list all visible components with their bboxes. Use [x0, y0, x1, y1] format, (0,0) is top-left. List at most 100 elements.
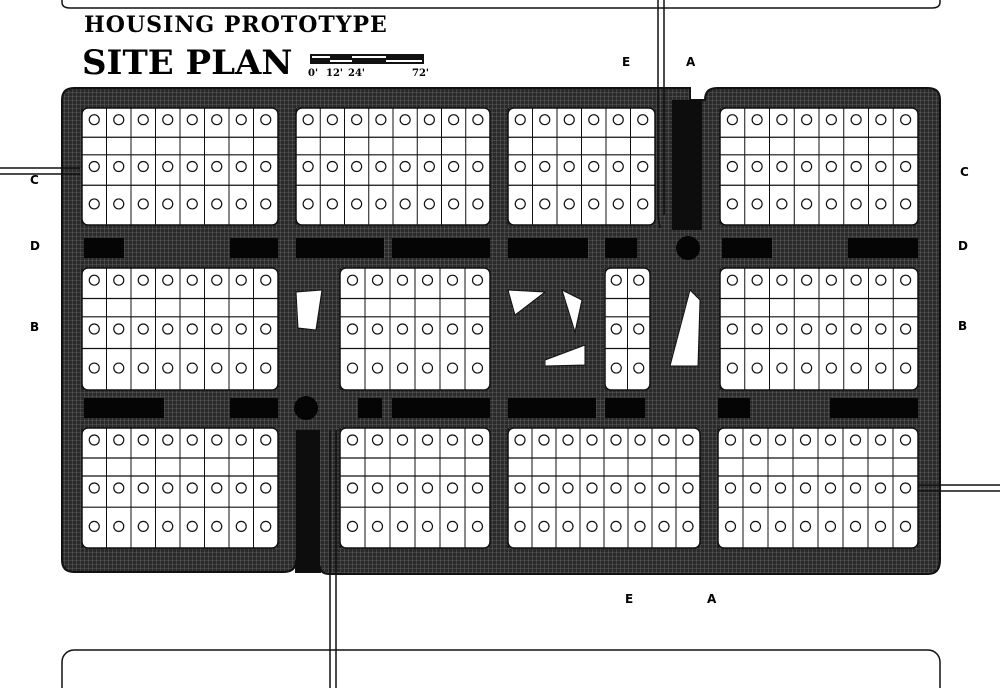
unit-circle — [302, 198, 314, 210]
unit-circle — [799, 482, 812, 494]
unit-circle — [162, 362, 174, 374]
unit-circle — [260, 434, 272, 446]
unit-circle — [751, 323, 763, 335]
unit-circle — [471, 482, 484, 494]
parking-bar — [605, 238, 637, 258]
unit-circle — [850, 198, 862, 210]
unit-circle — [563, 160, 575, 173]
parking-bar — [848, 238, 918, 258]
unit-circle — [900, 160, 912, 173]
unit-circle — [749, 520, 762, 533]
title-housing-prototype: HOUSING PROTOTYPE — [84, 12, 388, 38]
parking-bar — [830, 398, 918, 418]
unit-circle — [849, 434, 862, 446]
unit-circle — [396, 434, 409, 446]
unit-circle — [801, 323, 813, 335]
unit-circle — [113, 362, 125, 374]
section-marker-e-top: E — [622, 55, 630, 69]
unit-circle — [874, 482, 887, 494]
unit-circle — [260, 362, 272, 374]
unit-circle — [137, 520, 149, 533]
parking-bar — [84, 238, 124, 258]
housing-block — [339, 267, 491, 391]
unit-circle — [471, 362, 484, 374]
unit-circle — [137, 198, 149, 210]
unit-circle — [900, 323, 912, 335]
unit-circle — [399, 198, 411, 210]
unit-circle — [562, 434, 574, 446]
unit-circle — [137, 114, 149, 126]
unit-circle — [776, 362, 788, 374]
parking-bar — [508, 238, 588, 258]
unit-circle — [371, 482, 384, 494]
unit-circle — [875, 198, 887, 210]
parking-bar — [392, 238, 490, 258]
unit-circle — [448, 198, 460, 210]
unit-circle — [801, 362, 813, 374]
unit-circle — [396, 274, 409, 286]
unit-circle — [260, 274, 272, 286]
unit-circle — [113, 114, 125, 126]
unit-circle — [749, 434, 762, 446]
tree-dot — [676, 236, 700, 260]
parking-bar — [508, 398, 596, 418]
housing-block — [507, 107, 656, 226]
section-marker-a-bottom: A — [707, 592, 717, 606]
unit-circle — [799, 434, 812, 446]
unit-circle — [235, 434, 247, 446]
unit-circle — [371, 274, 384, 286]
housing-block — [339, 427, 491, 549]
unit-circle — [610, 520, 622, 533]
section-markers: E A C D B C D B E A — [30, 55, 969, 606]
unit-circle — [637, 160, 649, 173]
housing-block — [604, 267, 651, 391]
unit-circle — [514, 482, 526, 494]
unit-circle — [446, 362, 459, 374]
unit-circle — [326, 114, 338, 126]
housing-block — [81, 107, 279, 226]
unit-circle — [260, 323, 272, 335]
unit-circle — [634, 482, 646, 494]
parking-bar — [722, 238, 772, 258]
unit-circle — [448, 114, 460, 126]
unit-circle — [396, 482, 409, 494]
unit-circle — [875, 274, 887, 286]
section-marker-b-left: B — [30, 320, 39, 334]
unit-circle — [346, 274, 359, 286]
unit-circle — [137, 323, 149, 335]
unit-circle — [423, 160, 435, 173]
unit-circle — [371, 362, 384, 374]
unit-circle — [850, 274, 862, 286]
unit-circle — [351, 198, 363, 210]
unit-circle — [421, 434, 434, 446]
unit-circle — [113, 160, 125, 173]
unit-circle — [850, 160, 862, 173]
parking-bar — [230, 238, 278, 258]
unit-circle — [211, 362, 223, 374]
unit-circle — [211, 482, 223, 494]
unit-circle — [610, 362, 622, 374]
unit-circle — [825, 274, 837, 286]
unit-circle — [874, 434, 887, 446]
unit-circle — [162, 520, 174, 533]
unit-circle — [346, 323, 359, 335]
unit-circle — [448, 160, 460, 173]
unit-circle — [162, 482, 174, 494]
unit-circle — [801, 274, 813, 286]
scale-tick-72: 72' — [412, 68, 429, 79]
unit-circle — [850, 114, 862, 126]
unit-circle — [726, 274, 738, 286]
unit-circle — [726, 114, 738, 126]
unit-circle — [751, 198, 763, 210]
unit-circle — [588, 160, 600, 173]
unit-circle — [538, 434, 550, 446]
unit-circle — [875, 323, 887, 335]
unit-circle — [375, 198, 387, 210]
unit-circle — [588, 114, 600, 126]
unit-circle — [88, 520, 100, 533]
unit-circle — [137, 362, 149, 374]
unit-circle — [899, 482, 912, 494]
unit-circle — [113, 520, 125, 533]
unit-circle — [562, 520, 574, 533]
